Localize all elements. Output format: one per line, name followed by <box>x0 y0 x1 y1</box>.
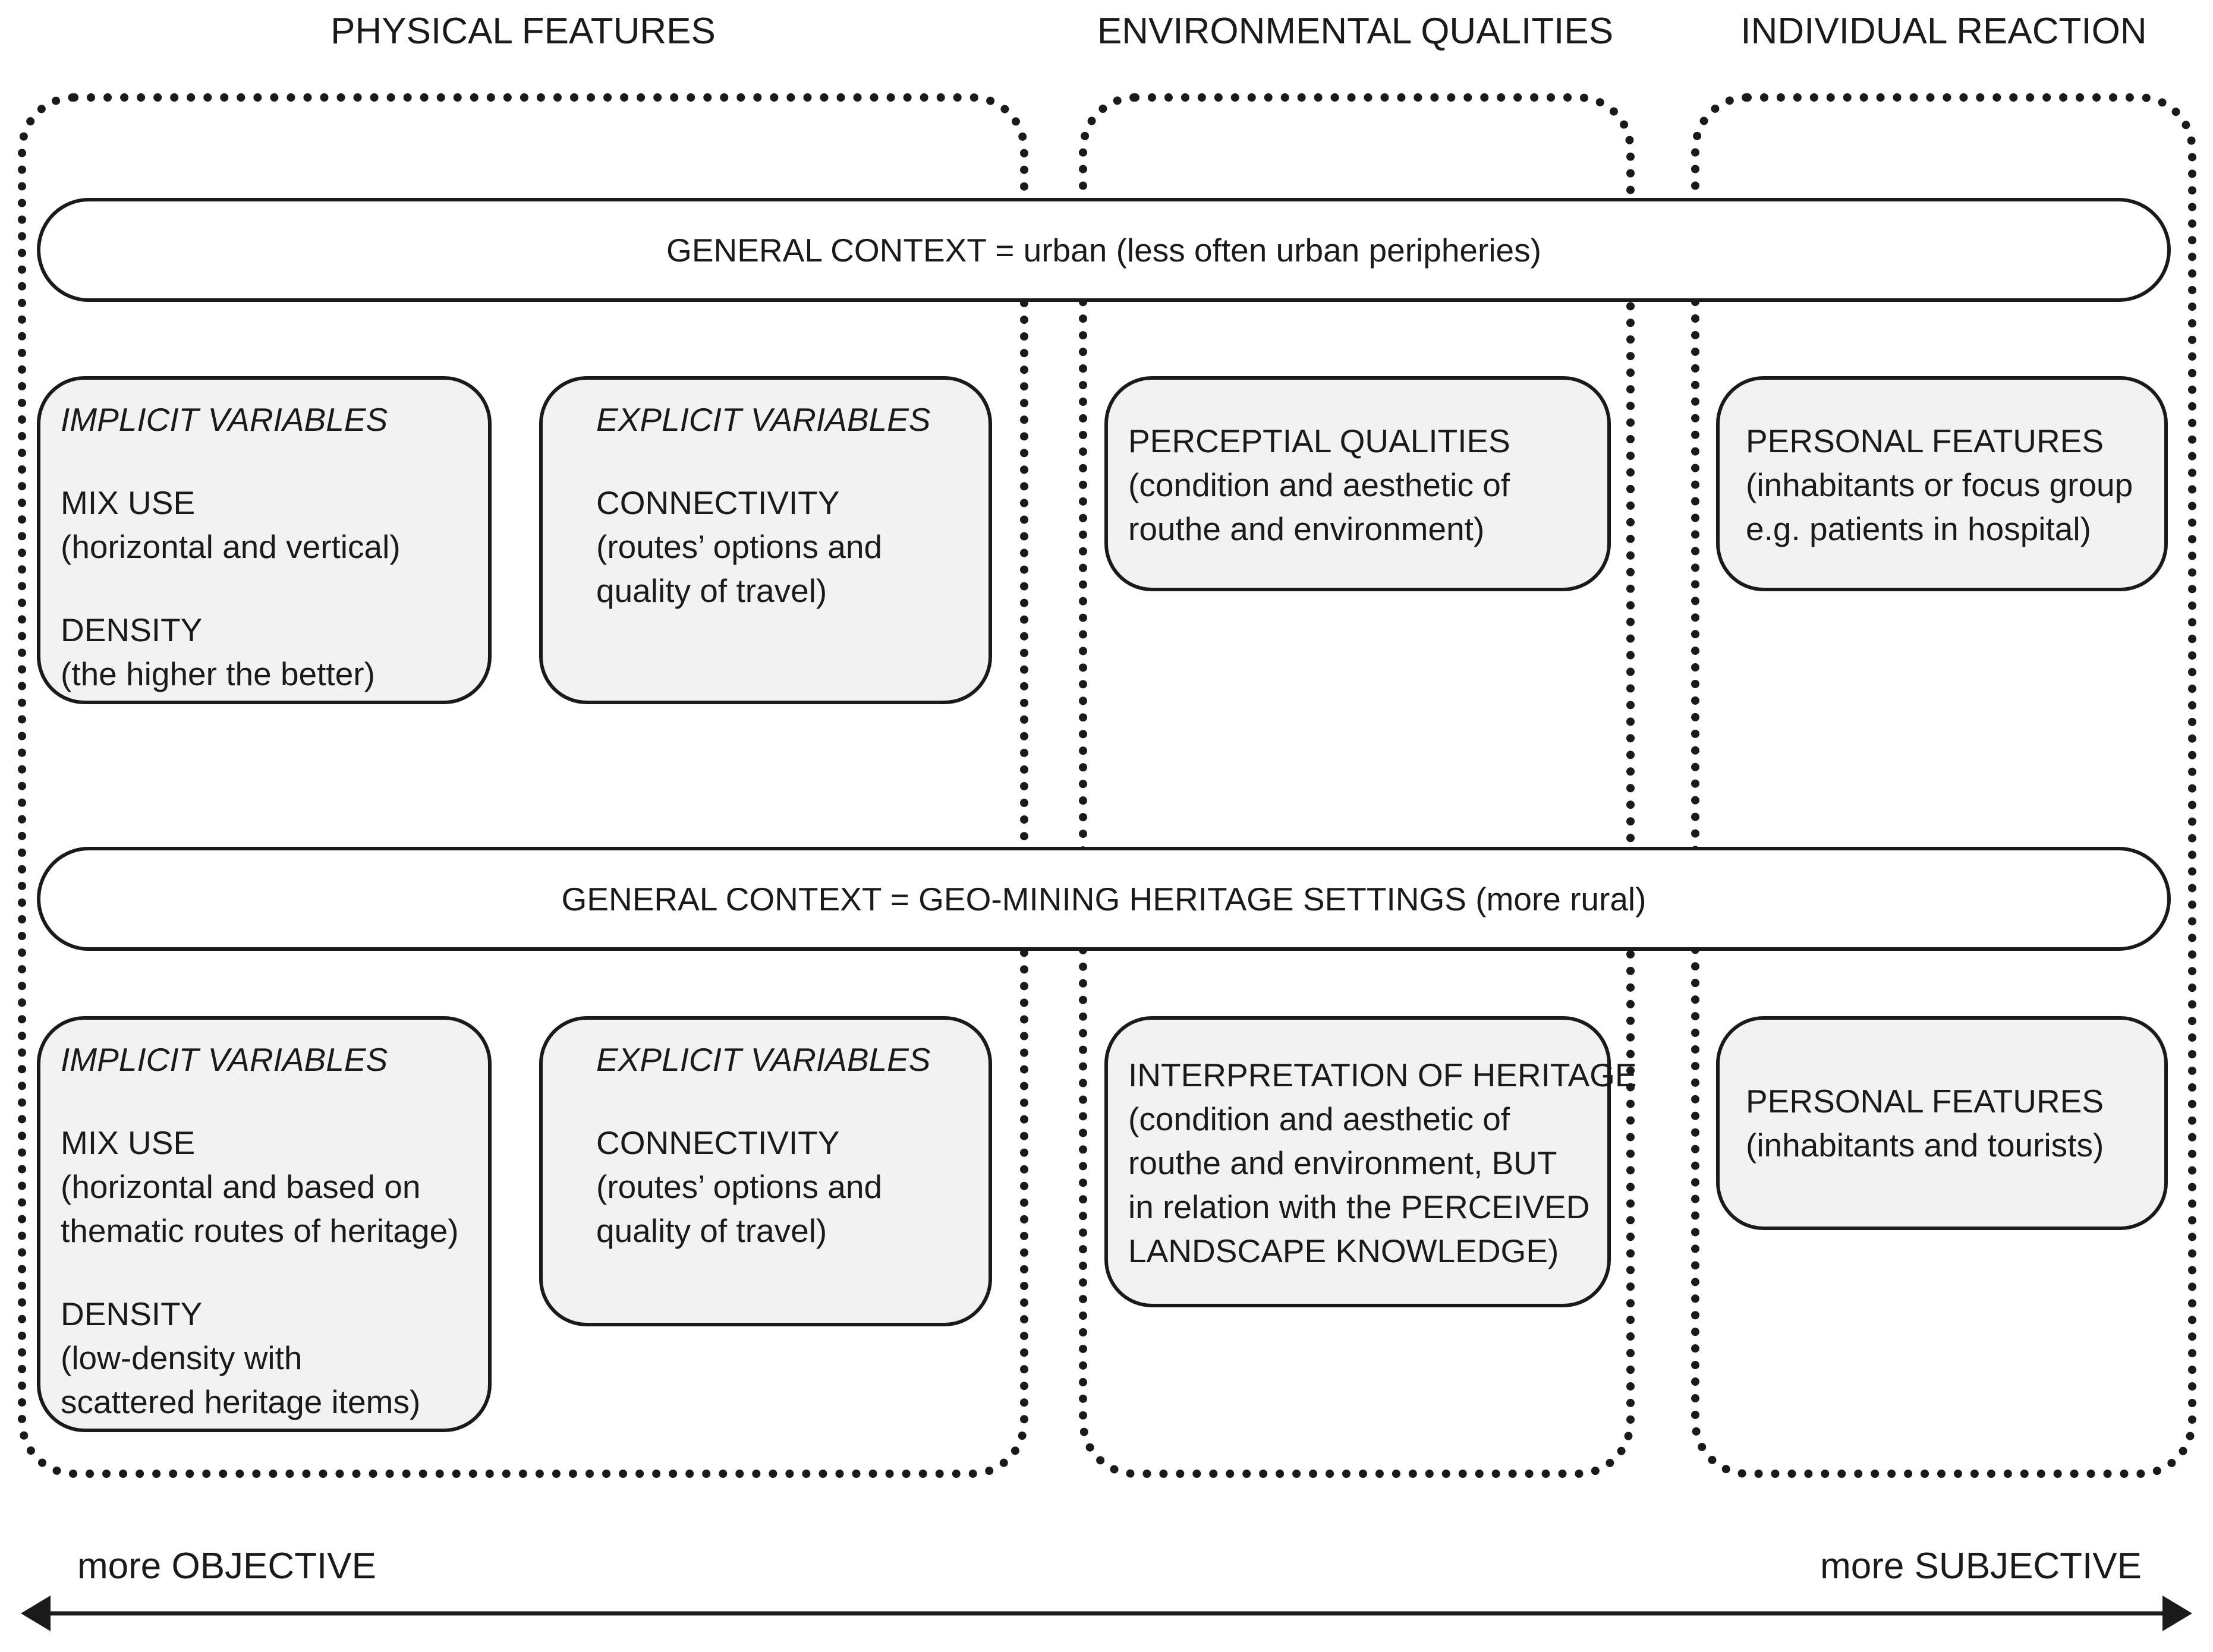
urban-personal-title: PERSONAL FEATURES <box>1746 423 2104 459</box>
urban-explicit-variables-box: EXPLICIT VARIABLES CONNECTIVITY (routes’… <box>539 376 992 704</box>
heritage-personal-title: PERSONAL FEATURES <box>1746 1083 2104 1120</box>
urban-personal-detail-1: (inhabitants or focus group <box>1746 466 2133 503</box>
environmental-qualities-heading: ENVIRONMENTAL QUALITIES <box>1097 11 1614 52</box>
physical-features-frame <box>18 93 1028 1478</box>
urban-personal-features-box: PERSONAL FEATURES (inhabitants or focus … <box>1716 376 2168 591</box>
heritage-context-banner: GENERAL CONTEXT = GEO-MINING HERITAGE SE… <box>37 847 2171 951</box>
heritage-personal-features-box: PERSONAL FEATURES (inhabitants and touri… <box>1716 1016 2168 1230</box>
physical-features-heading: PHYSICAL FEATURES <box>330 11 716 52</box>
urban-density: DENSITY <box>61 611 203 648</box>
urban-connectivity-detail-2: quality of travel) <box>596 572 827 609</box>
urban-perceptual-detail-2: routhe and environment) <box>1128 510 1485 547</box>
heritage-connectivity-detail-2: quality of travel) <box>596 1212 827 1249</box>
urban-perceptual-detail-1: (condition and aesthetic of <box>1128 466 1510 503</box>
urban-perceptual-title: PERCEPTIAL QUALITIES <box>1128 423 1510 459</box>
heritage-interpretation-box: INTERPRETATION OF HERITAGE (condition an… <box>1104 1016 1637 1307</box>
urban-perceptual-qualities-box: PERCEPTIAL QUALITIES (condition and aest… <box>1104 376 1611 591</box>
heritage-implicit-variables-box: IMPLICIT VARIABLES MIX USE (horizontal a… <box>37 1016 492 1432</box>
urban-density-detail: (the higher the better) <box>61 655 375 692</box>
heritage-density: DENSITY <box>61 1295 203 1332</box>
objective-subjective-axis <box>21 1596 2192 1631</box>
arrow-left-icon <box>21 1596 51 1631</box>
heritage-interpretation-detail-2: routhe and environment, BUT <box>1128 1145 1557 1181</box>
heritage-connectivity: CONNECTIVITY <box>596 1124 840 1161</box>
urban-context-banner: GENERAL CONTEXT = urban (less often urba… <box>37 198 2171 302</box>
heritage-implicit-title: IMPLICIT VARIABLES <box>61 1041 388 1078</box>
heritage-mix-use-detail-1: (horizontal and based on <box>61 1168 421 1205</box>
heritage-connectivity-detail-1: (routes’ options and <box>596 1168 883 1205</box>
urban-connectivity-detail-1: (routes’ options and <box>596 528 883 565</box>
heritage-interpretation-detail-3: in relation with the PERCEIVED <box>1128 1188 1590 1225</box>
heritage-mix-use-detail-2: thematic routes of heritage) <box>61 1212 459 1249</box>
heritage-density-detail-1: (low-density with <box>61 1339 303 1376</box>
more-subjective-label: more SUBJECTIVE <box>1820 1546 2142 1587</box>
urban-personal-detail-2: e.g. patients in hospital) <box>1746 510 2091 547</box>
heritage-interpretation-detail-4: LANDSCAPE KNOWLEDGE) <box>1128 1232 1559 1269</box>
heritage-interpretation-title: INTERPRETATION OF HERITAGE <box>1128 1057 1637 1093</box>
environmental-qualities-frame <box>1079 93 1635 1478</box>
heritage-explicit-title: EXPLICIT VARIABLES <box>596 1041 931 1078</box>
more-objective-label: more OBJECTIVE <box>77 1546 376 1587</box>
urban-mix-use-detail: (horizontal and vertical) <box>61 528 401 565</box>
heritage-interpretation-detail-1: (condition and aesthetic of <box>1128 1101 1510 1137</box>
urban-implicit-variables-box: IMPLICIT VARIABLES MIX USE (horizontal a… <box>37 376 492 704</box>
heritage-context-label: GENERAL CONTEXT = GEO-MINING HERITAGE SE… <box>561 880 1647 918</box>
urban-mix-use: MIX USE <box>61 484 196 521</box>
urban-context-label: GENERAL CONTEXT = urban (less often urba… <box>666 231 1541 269</box>
heritage-density-detail-2: scattered heritage items) <box>61 1383 421 1420</box>
individual-reaction-frame <box>1691 93 2196 1478</box>
urban-explicit-title: EXPLICIT VARIABLES <box>596 401 931 438</box>
arrow-right-icon <box>2162 1596 2192 1631</box>
urban-connectivity: CONNECTIVITY <box>596 484 840 521</box>
individual-reaction-heading: INDIVIDUAL REACTION <box>1740 11 2147 52</box>
heritage-mix-use: MIX USE <box>61 1124 196 1161</box>
urban-implicit-title: IMPLICIT VARIABLES <box>61 401 388 438</box>
heritage-explicit-variables-box: EXPLICIT VARIABLES CONNECTIVITY (routes’… <box>539 1016 992 1326</box>
heritage-personal-detail: (inhabitants and tourists) <box>1746 1127 2104 1164</box>
